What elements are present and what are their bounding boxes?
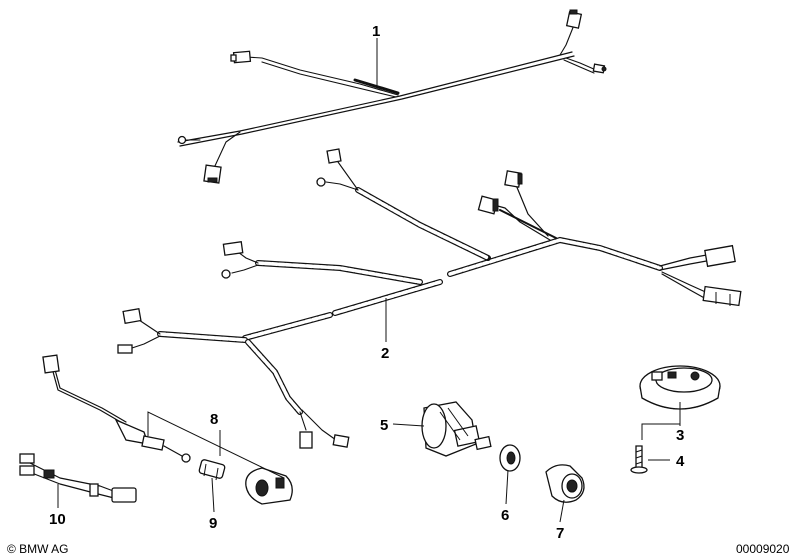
callout-9: 9 (209, 515, 217, 532)
callout-2: 2 (381, 345, 389, 362)
cable-set[interactable] (19, 453, 137, 503)
screw[interactable] (630, 445, 648, 474)
callout-7: 7 (556, 525, 564, 542)
nut-ring[interactable] (499, 444, 521, 472)
fuse-holder[interactable] (245, 467, 293, 505)
leader-bracket-8 (147, 411, 285, 479)
callout-10: 10 (49, 511, 66, 528)
leader-5 (392, 423, 425, 427)
copyright-text: © BMW AG (7, 542, 69, 556)
callout-3: 3 (676, 427, 684, 444)
callout-6: 6 (501, 507, 509, 524)
control-knob[interactable] (545, 464, 585, 503)
callout-4: 4 (676, 453, 685, 470)
leader-3 (641, 402, 681, 440)
callout-1: 1 (372, 23, 380, 40)
wiring-harness-upper[interactable] (177, 9, 607, 184)
callout-5: 5 (380, 417, 388, 434)
leader-6 (505, 469, 509, 505)
callout-8: 8 (210, 411, 218, 428)
fuse-holder-cable[interactable] (42, 354, 191, 463)
fuse[interactable] (198, 459, 226, 481)
leader-9 (211, 477, 215, 513)
leader-7 (559, 499, 565, 523)
wiring-harness-main[interactable] (117, 148, 742, 449)
diagram-number: 00009020 (736, 542, 790, 556)
switch-body[interactable] (421, 401, 492, 457)
